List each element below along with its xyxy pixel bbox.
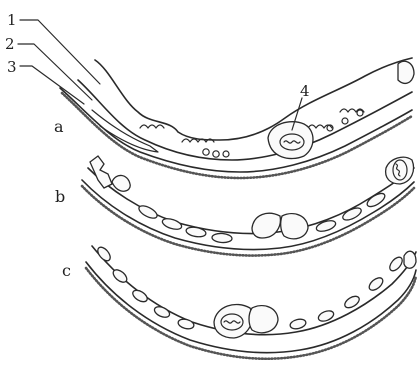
panel-a-label: a [54,117,64,136]
panel-b-stipple [82,186,414,256]
panel-a-middle-layer [78,80,412,160]
panel-b-drawing [82,156,414,256]
panel-c-center-cells [214,304,278,338]
panel-b-inner-wall [82,180,414,250]
leader-line-2 [18,44,92,100]
leader-lines [18,20,302,130]
panel-b-left-lumps [112,175,130,191]
cell-4 [268,122,313,159]
panel-c-inner-wall [86,262,416,353]
panel-a-drawing [60,58,414,178]
leader-line-3 [20,66,84,104]
panel-c-right-cell [404,251,416,268]
callout-4-label: 4 [300,82,310,100]
panel-b-label: b [55,187,65,206]
callout-3-label: 3 [7,58,17,76]
callout-1-label: 1 [7,11,17,29]
panel-c-drawing [86,245,416,359]
panel-b-right-cell [386,157,414,184]
panel-a-right-cell [398,61,414,83]
panel-c-label: c [62,261,71,280]
leader-line-1 [20,20,100,84]
panel-b-left-edge [90,156,112,188]
callout-2-label: 2 [5,35,15,53]
panel-a-outer-layer [95,58,412,140]
panel-b-center-cells [252,213,308,239]
